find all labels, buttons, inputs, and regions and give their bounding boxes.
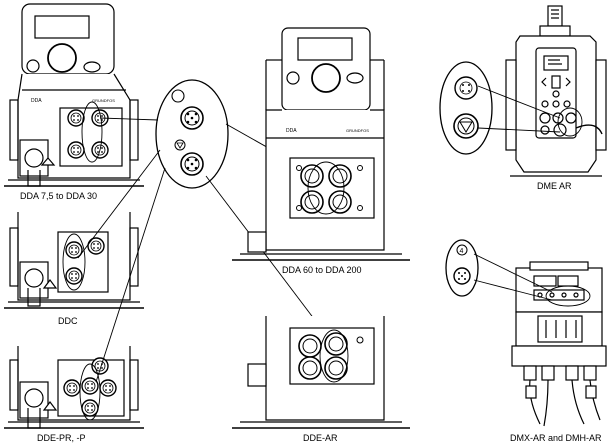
label-ddc: DDC xyxy=(58,316,78,326)
label-dme-ar: DME AR xyxy=(537,181,572,191)
label-dde-pr: DDE-PR, -P xyxy=(37,433,86,443)
dda-brand-text: DDA xyxy=(31,98,42,104)
dde-ar-highlight xyxy=(319,329,349,383)
label-dda-small: DDA 7,5 to DDA 30 xyxy=(20,191,98,201)
ddc-highlight xyxy=(62,233,86,291)
dme-ar-detail-oval xyxy=(439,61,493,155)
dme-ar-highlight xyxy=(557,107,583,137)
label-dda-large: DDA 60 to DDA 200 xyxy=(282,265,362,275)
pump-ddc xyxy=(4,212,144,309)
pump-dme-ar xyxy=(505,5,607,177)
connector-detail-oval xyxy=(155,79,229,189)
dda-logo-text: GRUNDFOS xyxy=(92,98,115,103)
dda-large-sockets xyxy=(296,164,363,214)
dmx-ar-highlight xyxy=(545,285,591,307)
dda-large-logo-text: GRUNDFOS xyxy=(346,128,369,133)
pump-dda-small xyxy=(4,3,144,187)
dde-ar-sockets xyxy=(298,332,364,380)
label-dmx-ar: DMX-AR and DMH-AR xyxy=(510,433,602,443)
dme-ar-leader-lines xyxy=(477,85,561,133)
label-dde-ar: DDE-AR xyxy=(303,433,338,443)
dda-large-highlight xyxy=(307,161,345,215)
dda-small-highlight xyxy=(81,101,103,163)
oval-pin-number: 4 xyxy=(460,248,464,255)
dde-pr-highlight xyxy=(79,363,101,421)
dmx-ar-detail-oval: 4 xyxy=(445,239,479,297)
dda-large-brand-text: DDA xyxy=(286,128,297,134)
pump-dmx-ar xyxy=(511,261,607,427)
pump-dda-large xyxy=(232,27,410,261)
dmx-ar-leader-lines xyxy=(473,253,553,301)
